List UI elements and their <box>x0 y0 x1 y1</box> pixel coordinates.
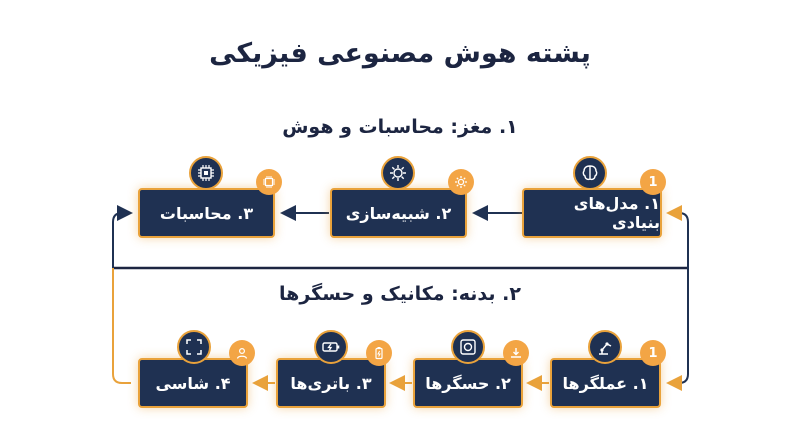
signal-download-icon <box>503 340 529 366</box>
box-label: ۲. شبیه‌سازی <box>345 203 452 223</box>
box-label: ۳. باتری‌ها <box>290 373 372 393</box>
settings-icon <box>448 169 474 195</box>
box-sensors: ۲. حسگرها <box>413 358 523 408</box>
box-label: ۱. عملگرها <box>562 373 649 393</box>
processor-icon <box>256 169 282 195</box>
section-title-brain: ۱. مغز: محاسبات و هوش <box>282 116 518 138</box>
bottom-loop-left <box>112 268 131 384</box>
robot-arm-icon <box>588 330 622 364</box>
user-icon <box>229 340 255 366</box>
box-foundation-models: ۱. مدل‌های بنیادی <box>522 188 662 238</box>
box-simulation: ۲. شبیه‌سازی <box>330 188 467 238</box>
box-actuators: ۱. عملگرها <box>550 358 661 408</box>
gear-network-icon <box>381 156 415 190</box>
step-number-badge: 1 <box>640 340 666 366</box>
page-title: پشته هوش مصنوعی فیزیکی <box>209 38 591 69</box>
cpu-chip-icon <box>189 156 223 190</box>
box-label: ۳. محاسبات <box>159 203 254 223</box>
box-chassis: ۴. شاسی <box>138 358 248 408</box>
battery-icon <box>366 340 392 366</box>
top-loop-right <box>666 205 689 268</box>
box-label: ۴. شاسی <box>155 373 231 393</box>
top-loop-left <box>112 205 133 268</box>
camera-sensor-icon <box>451 330 485 364</box>
box-label: ۱. مدل‌های بنیادی <box>573 194 660 232</box>
brain-icon <box>573 156 607 190</box>
bottom-loop-right <box>666 268 689 391</box>
section-title-body: ۲. بدنه: مکانیک و حسگرها <box>279 283 521 305</box>
battery-charging-icon <box>314 330 348 364</box>
frame-scan-icon <box>177 330 211 364</box>
box-compute: ۳. محاسبات <box>138 188 275 238</box>
box-label: ۲. حسگرها <box>425 373 511 393</box>
box-batteries: ۳. باتری‌ها <box>276 358 386 408</box>
step-number-badge: 1 <box>640 169 666 195</box>
